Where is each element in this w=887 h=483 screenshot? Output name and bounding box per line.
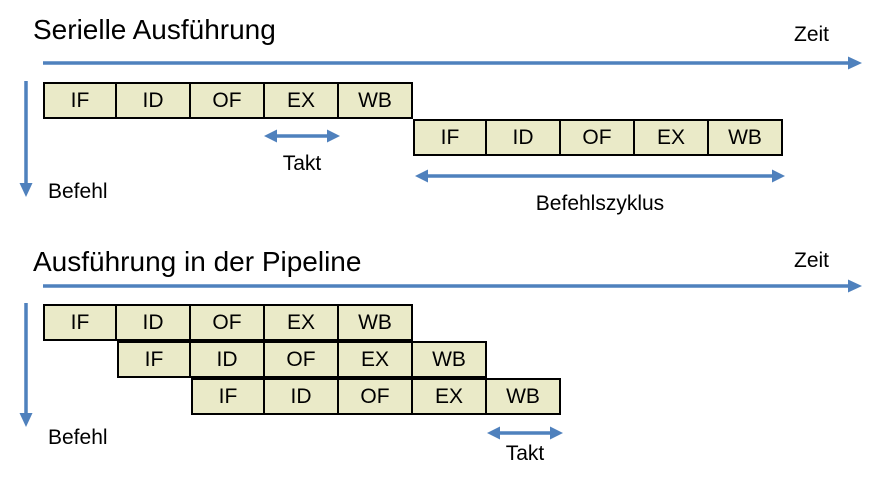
- stage-cell: EX: [635, 119, 709, 156]
- stage-cell: IF: [117, 341, 191, 378]
- serial-instruction-arrow: [19, 81, 33, 197]
- stage-cell: WB: [339, 82, 413, 119]
- pipeline-instruction-label: Befehl: [48, 426, 108, 449]
- pipeline-clock-label: Takt: [505, 442, 545, 465]
- serial-instruction-row-1: IF ID OF EX WB: [43, 82, 413, 119]
- serial-instruction-label: Befehl: [48, 180, 108, 203]
- pipeline-instruction-row-2: IF ID OF EX WB: [117, 341, 487, 378]
- serial-time-arrow: [43, 56, 862, 70]
- stage-cell: WB: [709, 119, 783, 156]
- stage-cell: OF: [339, 378, 413, 415]
- serial-cycle-label: Befehlszyklus: [535, 192, 665, 215]
- pipeline-section-title: Ausführung in der Pipeline: [33, 246, 362, 277]
- pipeline-instruction-row-3: IF ID OF EX WB: [191, 378, 561, 415]
- pipeline-instruction-row-1: IF ID OF EX WB: [43, 304, 413, 341]
- pipeline-time-label: Zeit: [794, 249, 830, 272]
- serial-time-label: Zeit: [794, 23, 830, 46]
- stage-cell: IF: [413, 119, 487, 156]
- stage-cell: ID: [117, 82, 191, 119]
- serial-section-title: Serielle Ausführung: [33, 14, 276, 45]
- stage-cell: OF: [561, 119, 635, 156]
- serial-clock-label: Takt: [282, 152, 322, 175]
- stage-cell: IF: [43, 82, 117, 119]
- serial-instruction-row-2: IF ID OF EX WB: [413, 119, 783, 156]
- pipeline-clock-arrow: [487, 426, 563, 440]
- stage-cell: WB: [413, 341, 487, 378]
- serial-cycle-arrow: [415, 169, 785, 183]
- stage-cell: OF: [191, 82, 265, 119]
- stage-cell: OF: [191, 304, 265, 341]
- serial-clock-arrow: [264, 129, 340, 143]
- stage-cell: ID: [191, 341, 265, 378]
- stage-cell: EX: [339, 341, 413, 378]
- stage-cell: EX: [265, 82, 339, 119]
- stage-cell: WB: [339, 304, 413, 341]
- stage-cell: EX: [265, 304, 339, 341]
- stage-cell: ID: [117, 304, 191, 341]
- stage-cell: WB: [487, 378, 561, 415]
- stage-cell: IF: [191, 378, 265, 415]
- pipeline-instruction-arrow: [19, 303, 33, 427]
- stage-cell: ID: [487, 119, 561, 156]
- stage-cell: EX: [413, 378, 487, 415]
- pipeline-time-arrow: [43, 279, 862, 293]
- stage-cell: ID: [265, 378, 339, 415]
- stage-cell: OF: [265, 341, 339, 378]
- stage-cell: IF: [43, 304, 117, 341]
